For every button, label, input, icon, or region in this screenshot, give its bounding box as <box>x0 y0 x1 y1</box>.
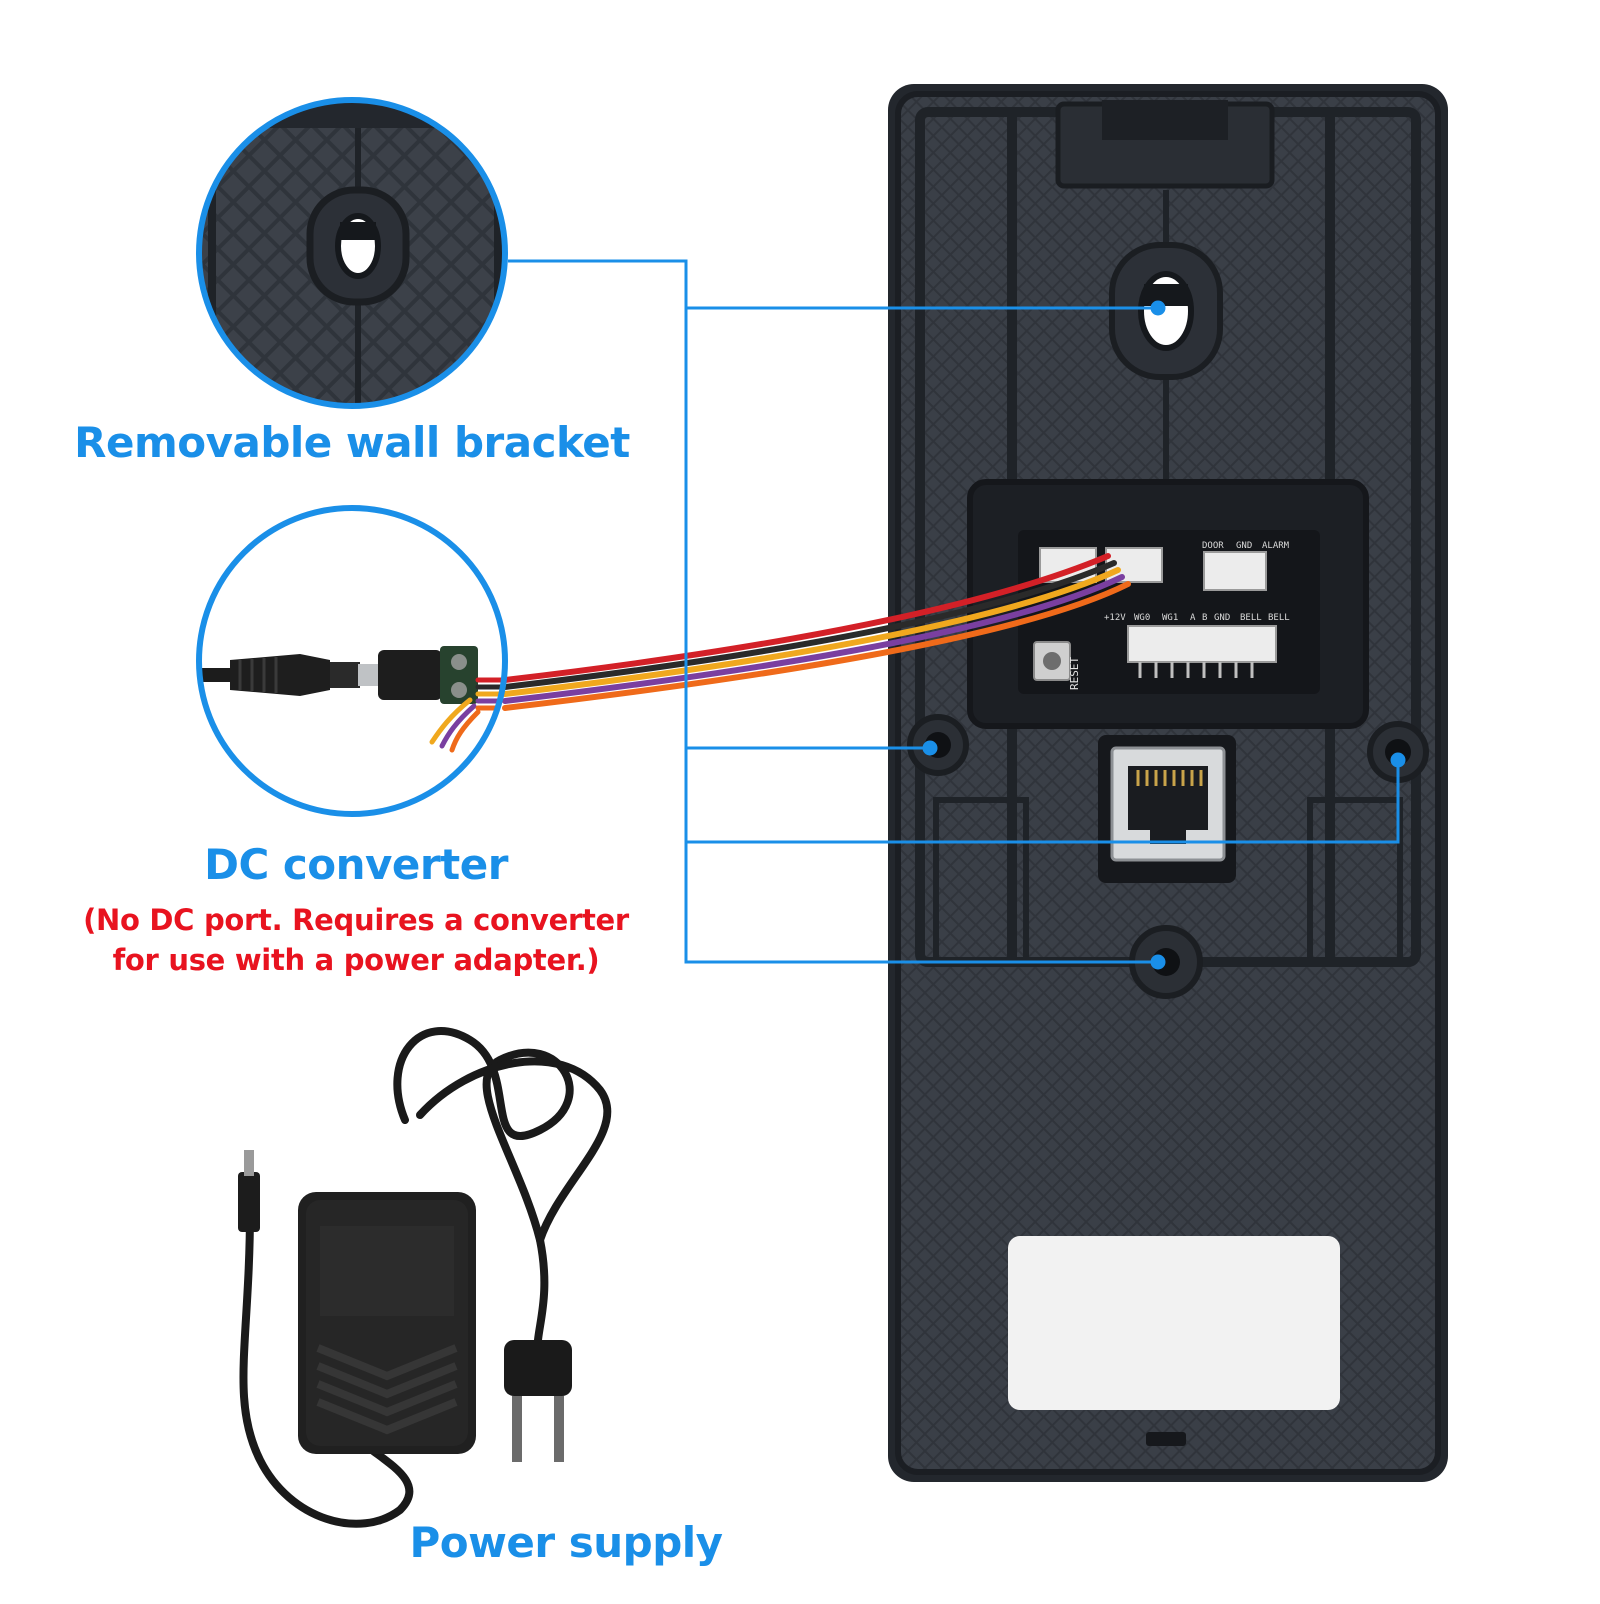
wire-harness <box>502 553 1131 711</box>
pin-label: +12V <box>1104 613 1126 623</box>
pin-label: WG1 <box>1162 613 1178 623</box>
screw-hole-icon <box>1109 242 1223 380</box>
pin-label: GND <box>1214 613 1230 623</box>
pin-label: ALARM <box>1262 541 1290 551</box>
pin-label: GND <box>1236 541 1252 551</box>
pin-label: A <box>1190 613 1196 623</box>
wall-bracket-zoom <box>196 97 508 409</box>
pin-label: BELL <box>1240 613 1262 623</box>
pin-label: WG0 <box>1134 613 1150 623</box>
dc-converter-note-line2: for use with a power adapter.) <box>112 943 600 977</box>
power-supply-title: Power supply <box>409 1518 723 1567</box>
pin-label: BELL <box>1268 613 1290 623</box>
screw-hole-icon <box>907 714 969 776</box>
dc-converter-note-line1: (No DC port. Requires a converter <box>83 903 629 937</box>
reset-label: RESET <box>1068 657 1081 690</box>
wall-bracket-plate <box>888 84 1448 1482</box>
screw-hole-icon <box>306 186 410 306</box>
wall-bracket-title: Removable wall bracket <box>74 418 630 467</box>
reset-button <box>1033 641 1071 681</box>
pin-label: DOOR <box>1202 541 1224 551</box>
pin-label: B <box>1202 613 1207 623</box>
label-sticker <box>1008 1236 1340 1410</box>
plug <box>504 1340 572 1462</box>
callout-lines <box>508 259 1406 970</box>
power-adapter <box>238 1027 612 1528</box>
rj45-port-icon <box>1110 746 1226 862</box>
dc-converter-zoom <box>196 505 508 817</box>
dc-converter-title: DC converter <box>204 840 508 889</box>
